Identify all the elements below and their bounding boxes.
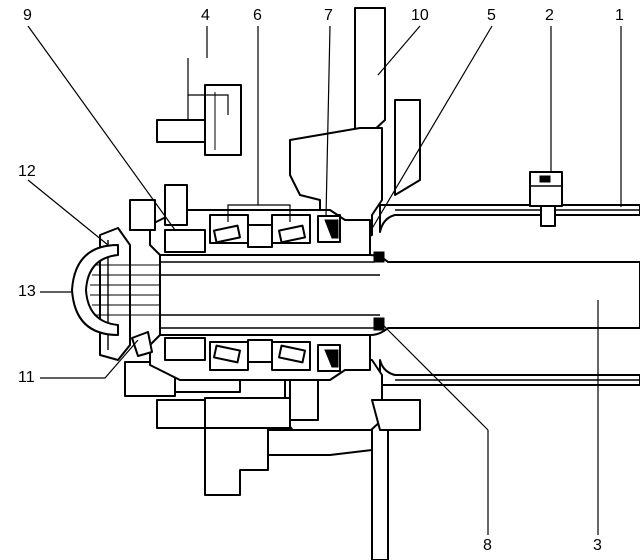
leader-11 bbox=[40, 339, 139, 379]
oil-seal-part-7 bbox=[317, 215, 341, 372]
axle-housing-part-1 bbox=[379, 204, 640, 386]
leader-6 bbox=[227, 26, 259, 222]
callout-label-12: 12 bbox=[18, 163, 36, 180]
callout-label-8: 8 bbox=[483, 537, 492, 554]
callout-label-2: 2 bbox=[545, 7, 554, 24]
callout-label-3: 3 bbox=[593, 537, 602, 554]
leader-6b bbox=[258, 204, 291, 222]
leader-9 bbox=[27, 25, 176, 231]
leader-7 bbox=[325, 25, 331, 217]
callout-label-1: 1 bbox=[615, 7, 624, 24]
callout-label-9: 9 bbox=[23, 7, 32, 24]
callout-label-6: 6 bbox=[253, 7, 262, 24]
callout-label-10: 10 bbox=[411, 7, 429, 24]
axle-shaft-part-3 bbox=[159, 254, 640, 336]
hub-cap-part-13 bbox=[71, 244, 160, 336]
leader-10 bbox=[377, 25, 421, 76]
wheel-bearings-part-6 bbox=[209, 214, 311, 371]
callout-label-13: 13 bbox=[18, 283, 36, 300]
leader-5 bbox=[369, 25, 493, 233]
callout-label-4: 4 bbox=[201, 7, 210, 24]
leader-lines bbox=[27, 25, 622, 535]
leader-12 bbox=[27, 179, 109, 246]
leader-8 bbox=[383, 325, 489, 431]
housing-bolt-part-2 bbox=[529, 171, 563, 227]
callout-label-5: 5 bbox=[487, 7, 496, 24]
snap-ring-part-11 bbox=[131, 331, 153, 357]
leader-4 bbox=[187, 58, 229, 115]
o-ring-part-8 bbox=[373, 251, 385, 331]
callout-label-7: 7 bbox=[324, 7, 333, 24]
callout-label-11: 11 bbox=[18, 369, 35, 386]
locknut-part-9 bbox=[129, 184, 206, 361]
